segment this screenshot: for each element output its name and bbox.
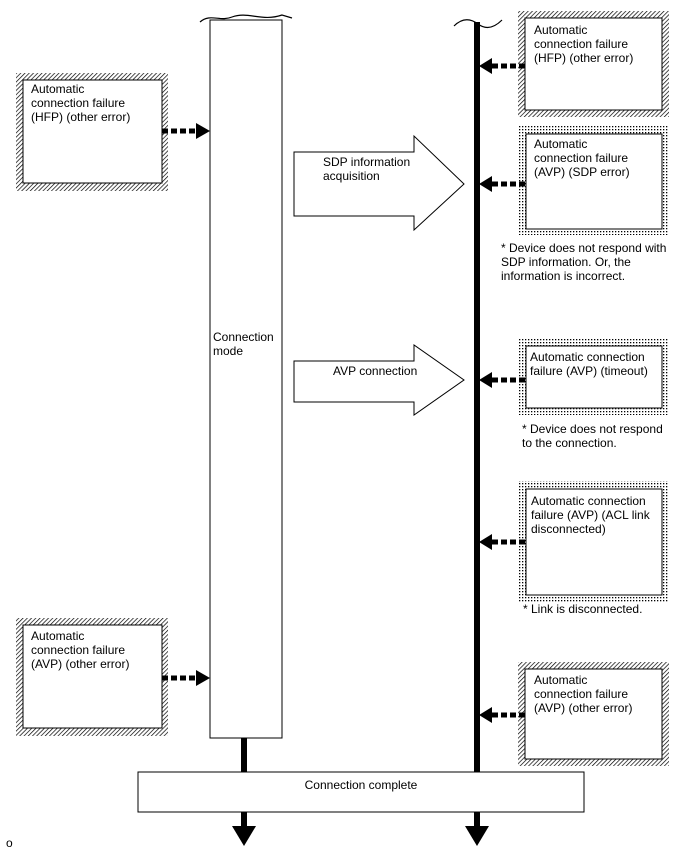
left-box-hfp-line2: connection failure <box>31 96 125 110</box>
down-arrow-right <box>465 812 489 846</box>
right-box2-line3: (AVP) (SDP error) <box>534 165 630 179</box>
left-arrow-hfp <box>162 123 210 139</box>
right-arrow-5 <box>479 707 525 723</box>
connection-complete-box: Connection complete <box>137 771 585 813</box>
right-box3-line2: failure (AVP) (timeout) <box>530 364 648 378</box>
note2-line2: SDP information. Or, the <box>501 255 631 269</box>
right-box2-line1: Automatic <box>534 137 587 151</box>
note2-line3: information is incorrect. <box>501 269 625 283</box>
right-failure-box-avp-other: Automatic connection failure (AVP) (othe… <box>518 662 669 766</box>
right-box4-line1: Automatic connection <box>531 494 646 508</box>
sdp-arrow-label-line1: SDP information <box>323 155 410 169</box>
right-box3-line1: Automatic connection <box>530 350 645 364</box>
acl-note: * Link is disconnected. <box>523 602 642 616</box>
corner-mark: o <box>6 836 13 850</box>
avp-connection-arrow: AVP connection <box>293 344 465 416</box>
timeline-line <box>453 19 503 772</box>
right-box1-line1: Automatic <box>534 23 587 37</box>
right-box5-line1: Automatic <box>534 673 587 687</box>
left-box-avp-line2: connection failure <box>31 643 125 657</box>
right-arrow-4 <box>479 534 525 550</box>
connection-mode-label-line2: mode <box>213 344 243 358</box>
right-box1-line3: (HFP) (other error) <box>534 51 633 65</box>
right-arrow-1 <box>479 58 525 74</box>
connection-mode-column: Connection mode <box>199 14 293 739</box>
connection-complete-label: Connection complete <box>305 778 418 792</box>
note2-line1: * Device does not respond with <box>501 241 666 255</box>
connection-mode-label-line1: Connection <box>213 330 274 344</box>
note4-line1: * Link is disconnected. <box>523 602 642 616</box>
right-failure-box-acl-disconnected: Automatic connection failure (AVP) (ACL … <box>518 481 669 602</box>
right-box5-line2: connection failure <box>534 687 628 701</box>
right-arrow-3 <box>479 372 525 388</box>
avp-arrow-label: AVP connection <box>333 364 417 378</box>
right-box1-line2: connection failure <box>534 37 628 51</box>
right-box4-line2: failure (AVP) (ACL link <box>531 508 651 522</box>
left-box-hfp-line1: Automatic <box>31 82 84 96</box>
right-box4-line3: disconnected) <box>531 522 606 536</box>
left-failure-box-hfp: Automatic connection failure (HFP) (othe… <box>16 73 168 191</box>
sdp-arrow-label-line2: acquisition <box>323 169 380 183</box>
timeout-note: * Device does not respond to the connect… <box>522 422 663 450</box>
right-box5-line3: (AVP) (other error) <box>534 701 632 715</box>
left-arrow-avp <box>162 670 210 686</box>
sdp-error-note: * Device does not respond with SDP infor… <box>501 241 666 283</box>
left-failure-box-avp: Automatic connection failure (AVP) (othe… <box>16 618 168 736</box>
note3-line2: to the connection. <box>522 436 617 450</box>
down-arrow-left <box>232 812 256 846</box>
sdp-acquisition-arrow: SDP information acquisition <box>293 134 465 232</box>
left-box-avp-line1: Automatic <box>31 629 84 643</box>
left-box-avp-line3: (AVP) (other error) <box>31 657 129 671</box>
right-box2-line2: connection failure <box>534 151 628 165</box>
right-arrow-2 <box>479 176 525 192</box>
left-box-hfp-line3: (HFP) (other error) <box>31 110 130 124</box>
right-failure-box-sdp-error: Automatic connection failure (AVP) (SDP … <box>518 126 669 235</box>
right-failure-box-hfp-other: Automatic connection failure (HFP) (othe… <box>518 11 669 117</box>
right-failure-box-timeout: Automatic connection failure (AVP) (time… <box>519 339 669 415</box>
note3-line1: * Device does not respond <box>522 422 663 436</box>
